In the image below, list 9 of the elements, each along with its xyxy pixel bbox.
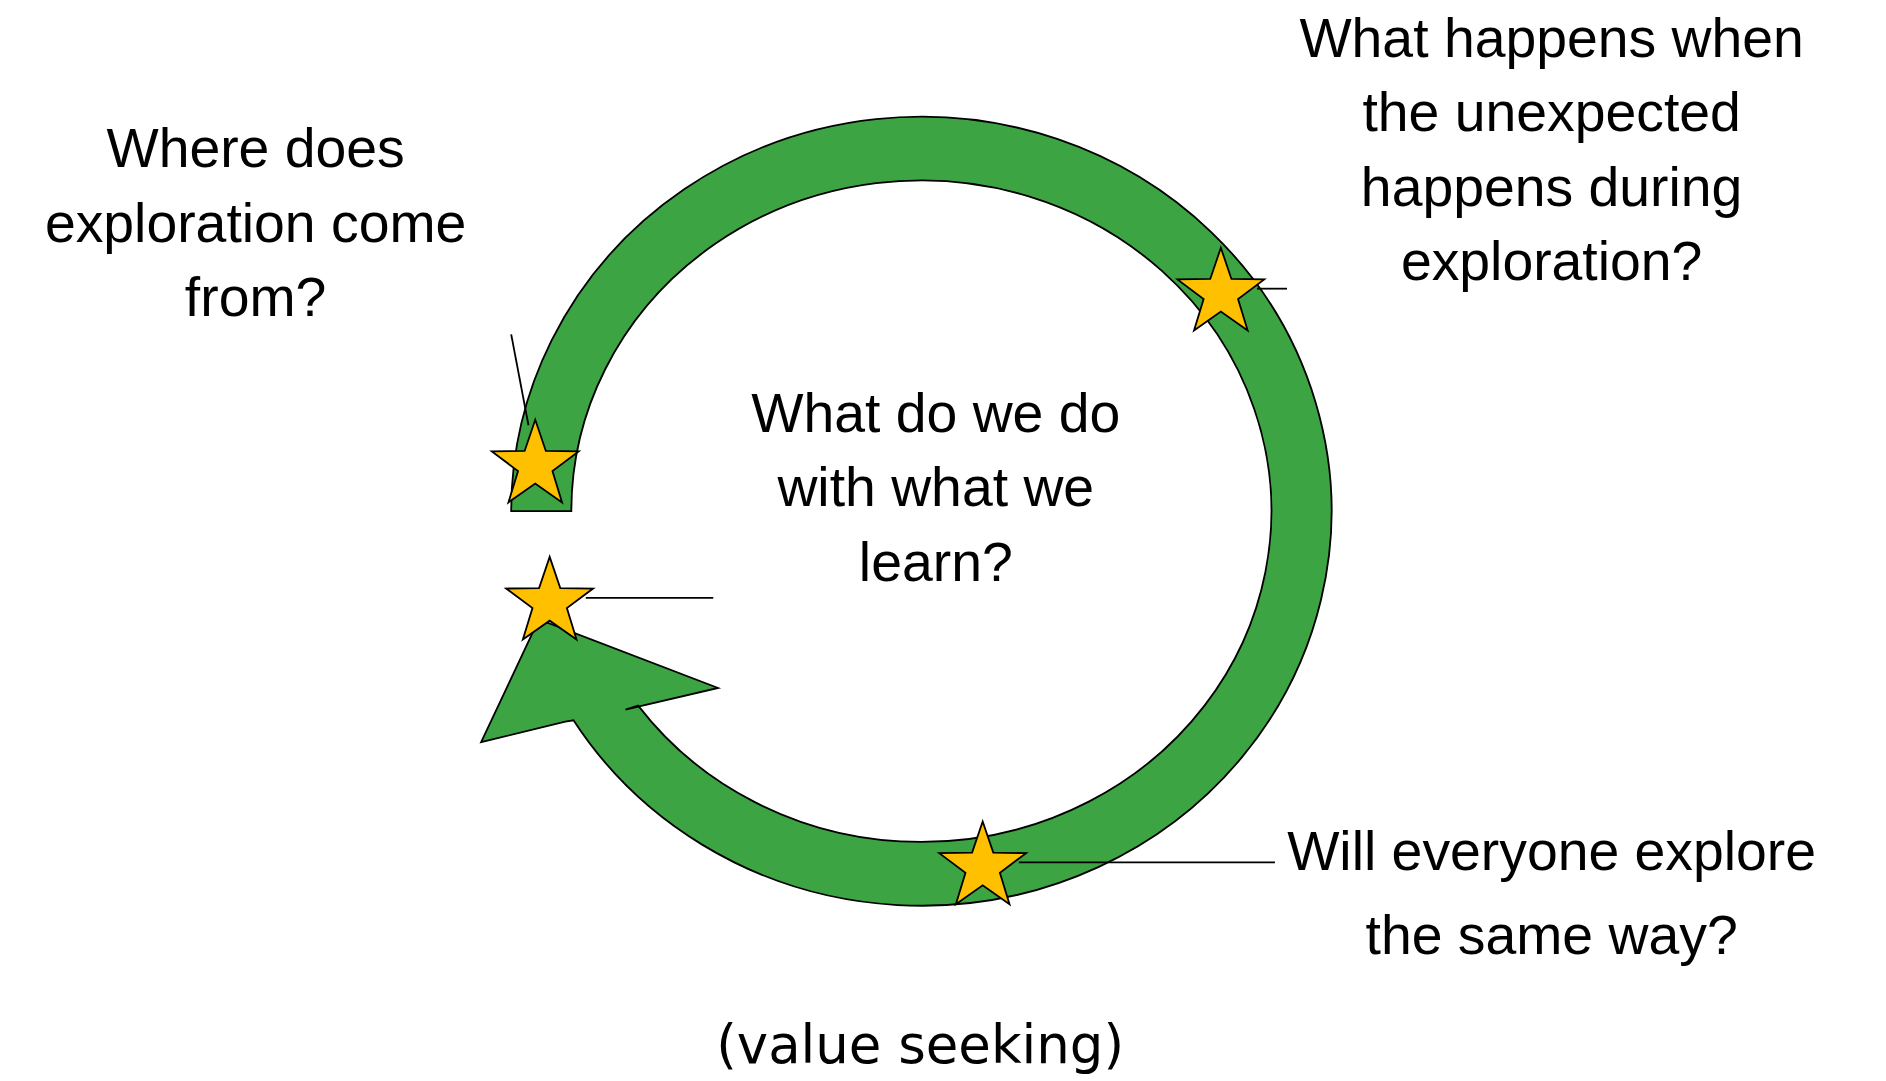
question-text: Where does exploration come from? <box>0 110 512 335</box>
question-text: Will everyone explore the same way? <box>1274 808 1829 977</box>
question-text: What happens when the unexpected happens during exploration? <box>1287 0 1817 299</box>
question-text: What do we do with what we learn? <box>713 375 1159 599</box>
caption-text: (value seeking) <box>715 1012 1126 1078</box>
leader-line <box>584 596 715 599</box>
leader-line <box>1256 287 1288 290</box>
leader-line <box>1017 861 1276 864</box>
leader-line <box>510 333 530 427</box>
